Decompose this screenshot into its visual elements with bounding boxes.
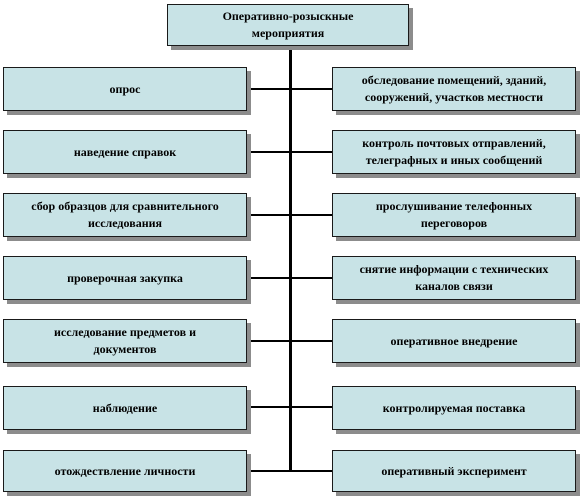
left-node-2: наведение справок: [3, 130, 247, 174]
right-connector-4: [292, 277, 332, 279]
root-node: Оперативно-розыскные мероприятия: [167, 4, 409, 46]
left-node-3: сбор образцов для сравнительного исследо…: [3, 193, 247, 237]
right-connector-2: [292, 151, 332, 153]
right-node-2: контроль почтовых отправлений, телеграфн…: [332, 130, 576, 174]
right-node-label: контролируемая поставка: [382, 400, 526, 415]
right-node-7: оперативный эксперимент: [332, 450, 576, 492]
left-connector-3: [247, 214, 289, 216]
right-node-4: снятие информации с технических каналов …: [332, 256, 576, 300]
left-connector-7: [247, 470, 289, 472]
right-node-label: оперативное внедрение: [390, 333, 518, 348]
right-connector-6: [292, 406, 332, 408]
right-node-label: оперативный эксперимент: [381, 463, 527, 478]
left-node-label: исследование предметов и документов: [53, 325, 197, 356]
right-node-5: оперативное внедрение: [332, 319, 576, 363]
left-node-label: отождествление личности: [54, 463, 196, 478]
right-connector-3: [292, 214, 332, 216]
left-connector-6: [247, 406, 289, 408]
right-node-label: обследование помещений, зданий, сооружен…: [361, 73, 547, 104]
right-node-6: контролируемая поставка: [332, 386, 576, 430]
right-connector-7: [292, 470, 332, 472]
left-node-6: наблюдение: [3, 386, 247, 430]
right-node-label: прослушивание телефонных переговоров: [375, 199, 533, 230]
left-node-1: опрос: [3, 67, 247, 111]
left-node-7: отождествление личности: [3, 450, 247, 492]
trunk-line: [289, 46, 292, 472]
left-node-label: опрос: [109, 81, 141, 96]
left-connector-2: [247, 151, 289, 153]
left-connector-5: [247, 340, 289, 342]
right-node-1: обследование помещений, зданий, сооружен…: [332, 67, 576, 111]
left-node-label: наблюдение: [92, 400, 158, 415]
left-node-label: наведение справок: [73, 144, 177, 159]
right-connector-5: [292, 340, 332, 342]
root-node-label: Оперативно-розыскные мероприятия: [222, 9, 354, 40]
right-node-3: прослушивание телефонных переговоров: [332, 193, 576, 237]
left-node-5: исследование предметов и документов: [3, 319, 247, 363]
left-connector-4: [247, 277, 289, 279]
left-node-label: проверочная закупка: [67, 270, 183, 285]
right-node-label: контроль почтовых отправлений, телеграфн…: [362, 136, 546, 167]
left-node-4: проверочная закупка: [3, 256, 247, 300]
right-connector-1: [292, 88, 332, 90]
left-connector-1: [247, 88, 289, 90]
left-node-label: сбор образцов для сравнительного исследо…: [31, 199, 219, 230]
right-node-label: снятие информации с технических каналов …: [359, 262, 549, 293]
